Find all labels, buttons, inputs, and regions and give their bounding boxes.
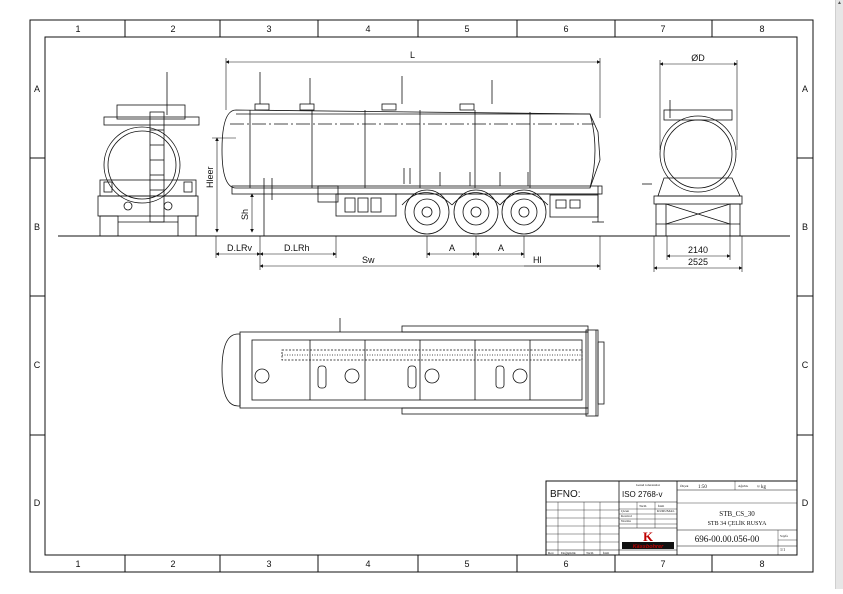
dim-L: L xyxy=(410,50,415,60)
dim-Sw: Sw xyxy=(362,255,375,265)
logo-mark: K xyxy=(643,529,654,544)
column-ticks xyxy=(30,20,813,572)
row-label-right-B: B xyxy=(802,222,808,232)
row-labels: A B C D A B C D xyxy=(34,84,809,508)
tb-sheet-label: Sayfa xyxy=(780,534,788,538)
row-label-right-C: C xyxy=(802,360,809,370)
front-dim-labels: ØD 2140 2525 xyxy=(688,53,708,267)
col-label-top-7: 7 xyxy=(660,24,665,34)
row-label-left-B: B xyxy=(34,222,40,232)
dim-diameter: ØD xyxy=(691,53,705,63)
tb-col-date: Tarih xyxy=(586,551,594,555)
col-label-bottom-7: 7 xyxy=(660,559,665,569)
top-view xyxy=(221,318,605,417)
tb-scale: 1:50 xyxy=(698,485,707,490)
col-label-bottom-4: 4 xyxy=(365,559,370,569)
row-label-right-D: D xyxy=(802,498,809,508)
tb-sheet-no: 1/1 xyxy=(780,547,785,552)
col-label-top-6: 6 xyxy=(563,24,568,34)
row-label-left-C: C xyxy=(34,360,41,370)
front-view xyxy=(642,100,743,237)
dim-2140: 2140 xyxy=(688,245,708,255)
col-label-bottom-1: 1 xyxy=(75,559,80,569)
row-label-left-D: D xyxy=(34,498,41,508)
tb-scale-label: Ölçek xyxy=(680,483,689,488)
col-label-top-8: 8 xyxy=(759,24,764,34)
tb-col-change: Değişiklik xyxy=(561,551,576,555)
column-labels: 1 2 3 4 5 6 7 8 1 2 3 4 5 6 7 8 xyxy=(75,24,764,569)
col-label-top-1: 1 xyxy=(75,24,80,34)
side-dimensions xyxy=(212,58,601,270)
tb-weight-label: Ağırlık xyxy=(738,484,748,488)
front-dimensions xyxy=(653,60,743,272)
vertical-scrollbar[interactable]: ▲ xyxy=(835,0,843,589)
scroll-up-icon[interactable]: ▲ xyxy=(837,0,842,6)
tb-sig-checked: Kontrol xyxy=(621,514,632,518)
tb-weight: ≈ kg xyxy=(757,485,766,490)
side-dim-labels: L Hleer Sh D.LRv D.LRh Sw A A Hl xyxy=(205,50,542,265)
tb-drawn-name: KURUMAL xyxy=(657,509,675,513)
dim-DLRh: D.LRh xyxy=(284,243,310,253)
dim-Hleer: Hleer xyxy=(205,166,215,188)
tb-col-rev: Rev. xyxy=(548,551,554,555)
rear-view xyxy=(97,72,200,237)
dim-DLRv: D.LRv xyxy=(227,243,253,253)
dim-2525: 2525 xyxy=(688,257,708,267)
title-block: BFNO: Genel toleranslar ISO 2768-v Tarih… xyxy=(545,480,798,556)
tb-title: STB_CS_30 xyxy=(719,510,755,518)
dim-A-1: A xyxy=(449,243,455,253)
col-label-top-5: 5 xyxy=(464,24,469,34)
logo-company: Kässbohrer xyxy=(633,544,664,550)
col-label-bottom-5: 5 xyxy=(464,559,469,569)
dim-Sh: Sh xyxy=(240,209,250,220)
col-label-bottom-6: 6 xyxy=(563,559,568,569)
tb-std-caption: Genel toleranslar xyxy=(636,483,661,487)
tb-drawing-no: 696-00.00.056-00 xyxy=(695,534,760,544)
col-label-top-4: 4 xyxy=(365,24,370,34)
dim-Hl: Hl xyxy=(533,255,542,265)
tb-sig-drawn: Çizen xyxy=(621,509,629,513)
tb-sig-norm: Normu xyxy=(621,519,631,523)
tb-subtitle: STB 34 ÇELİK RUSYA xyxy=(708,520,768,527)
col-label-top-2: 2 xyxy=(170,24,175,34)
col-label-bottom-2: 2 xyxy=(170,559,175,569)
row-label-right-A: A xyxy=(802,84,808,94)
inner-frame xyxy=(44,36,798,556)
col-label-top-3: 3 xyxy=(266,24,271,34)
tb-col-name: İsim xyxy=(603,550,610,555)
dim-A-2: A xyxy=(498,243,504,253)
company-logo: K Kässbohrer xyxy=(622,529,674,550)
side-view xyxy=(221,72,604,236)
tb-standard: ISO 2768-v xyxy=(622,490,662,499)
tb-date-header: Tarih xyxy=(639,504,647,508)
tb-name-header: İsim xyxy=(658,503,665,508)
row-label-left-A: A xyxy=(34,84,40,94)
tb-bfno-label: BFNO: xyxy=(550,489,581,500)
col-label-bottom-8: 8 xyxy=(759,559,764,569)
col-label-bottom-3: 3 xyxy=(266,559,271,569)
outer-frame xyxy=(29,19,814,573)
